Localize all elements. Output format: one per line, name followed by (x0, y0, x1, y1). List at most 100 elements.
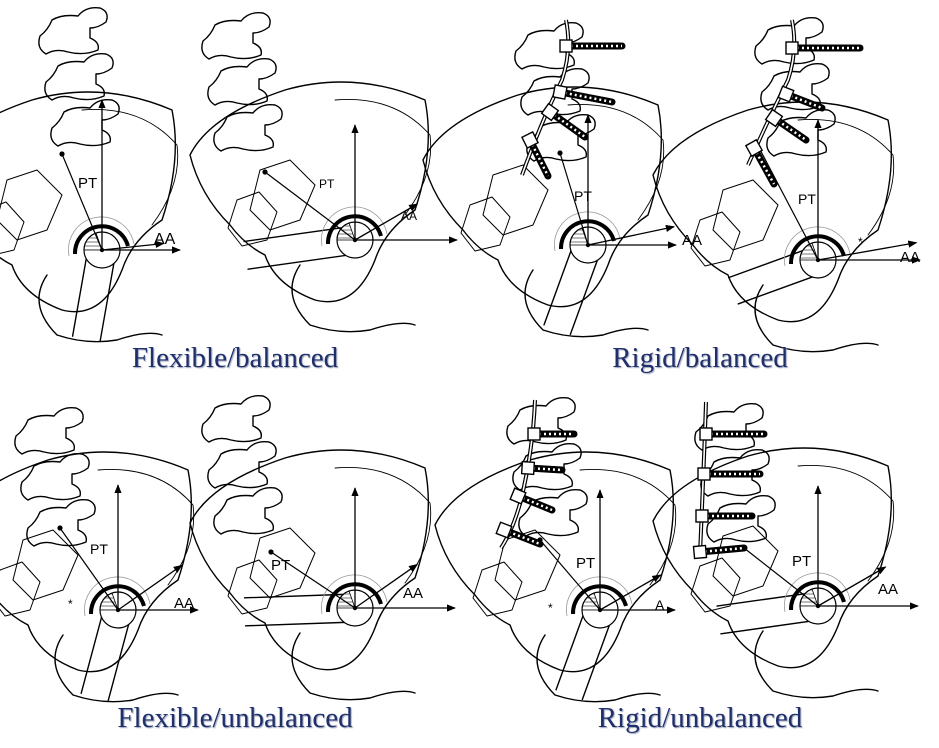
iliac-inner-line (797, 465, 895, 582)
pt-label: PT (798, 191, 816, 207)
ischium-outline (291, 632, 416, 701)
femoral-head-hatch (581, 592, 601, 611)
lumbar-vertebra (213, 103, 283, 152)
pelvis-subfigure-7: PTA* (434, 396, 677, 703)
acetabulum-outer-arc (321, 206, 388, 247)
pedicle-screw-thread (559, 90, 613, 104)
lumbar-vertebra (26, 498, 96, 547)
femur-shaft (71, 246, 117, 342)
acetabulum-outer-arc (566, 576, 633, 617)
hip-center-point (597, 607, 603, 613)
acetabular-axis-arrow (817, 240, 918, 261)
sacrum-segment (0, 169, 63, 241)
sacrum-segment (690, 211, 741, 267)
hip-center-point (352, 605, 358, 611)
femoral-head-hatch (99, 592, 119, 611)
screw-head (527, 427, 541, 441)
iliac-inner-line (334, 99, 432, 216)
lumbar-vertebra (512, 442, 582, 491)
lumbar-vertebra (526, 113, 596, 162)
lumbar-vertebra (207, 440, 277, 489)
sacrum-segment (460, 196, 511, 252)
acetabulum-arc (325, 582, 383, 613)
sacrum-segment (249, 159, 316, 231)
pedicle-screw-thread (699, 546, 745, 554)
sacrum-segment (249, 527, 316, 599)
iliac-inner-line (81, 109, 179, 226)
sacrum-segment (227, 559, 278, 615)
lumbar-vertebra (20, 452, 90, 501)
screw-head (521, 131, 539, 149)
lumbar-vertebra (760, 62, 830, 111)
pelvic-tilt-line (559, 152, 589, 246)
femoral-head-hatch (83, 232, 103, 251)
aa-label: AA (401, 209, 417, 223)
lumbar-vertebra (706, 494, 776, 543)
femur-shaft (555, 604, 614, 701)
pelvic-tilt-line (755, 141, 819, 261)
pt-label: PT (576, 555, 595, 572)
femur-shaft (716, 591, 821, 635)
pelvis-outline (189, 81, 430, 303)
lumbar-vertebra (754, 16, 824, 65)
hip-center-point (585, 242, 591, 248)
pelvic-tilt-line (539, 539, 601, 611)
acetabular-axis-arrow (817, 566, 887, 607)
pelvic-tilt-line (59, 527, 119, 611)
acetabular-axis-arrow (599, 574, 662, 611)
lumbar-vertebra (213, 486, 283, 535)
lumbar-vertebra (766, 108, 836, 157)
iliac-inner-line (567, 104, 665, 221)
caption-flexible-unbalanced: Flexible/unbalanced (117, 702, 353, 734)
pt-label: PT (90, 541, 108, 557)
lumbar-vertebra (518, 488, 588, 537)
sacrum-segment (482, 164, 549, 236)
pt-label: PT (792, 553, 811, 570)
screw-head (509, 487, 527, 505)
sacrum-segment (712, 525, 779, 597)
sacrum-segment (494, 529, 561, 601)
hip-center-point (352, 237, 358, 243)
acetabulum-outer-arc (554, 211, 621, 252)
acetabular-axis-arrow (354, 563, 419, 609)
lumbar-vertebra (520, 67, 590, 116)
sacrum-segment (712, 179, 779, 251)
sacrum-segment (0, 201, 25, 254)
asterisk-label: * (858, 235, 863, 249)
femoral-head-hatch (799, 242, 819, 261)
sacral-endplate-point (59, 151, 65, 157)
pt-label: PT (319, 177, 335, 191)
ischium-outline (524, 269, 649, 338)
ischium-outline (536, 634, 661, 703)
screw-head (695, 509, 709, 523)
pedicle-screw-thread (528, 139, 550, 177)
caption-rigid-balanced: Rigid/balanced (612, 342, 788, 374)
screw-head (744, 138, 764, 158)
pelvis-outline (189, 449, 430, 671)
pelvic-tilt-line (743, 547, 819, 607)
aa-label: AA (900, 249, 920, 266)
lumbar-vertebra (44, 52, 114, 101)
acetabulum-arc (325, 214, 383, 245)
screw-head (520, 460, 536, 476)
ischium-outline (38, 274, 163, 343)
screw-head (785, 41, 799, 55)
screw-head (777, 85, 795, 103)
femur-shaft (543, 239, 602, 336)
iliac-inner-line (334, 467, 432, 584)
lumbar-vertebra (201, 394, 271, 443)
acetabular-axis-arrow (101, 240, 165, 251)
pelvic-tilt-line (61, 153, 103, 251)
acetabulum-arc (72, 224, 130, 255)
acetabulum-arc (570, 584, 628, 615)
ischium-outline (754, 630, 879, 699)
femur-shaft (727, 246, 824, 305)
pelvis-outline (652, 101, 893, 323)
pelvis-outline (652, 447, 893, 669)
acetabulum-arc (88, 584, 146, 615)
acetabular-axis-arrow (587, 224, 675, 246)
pelvis-outline (0, 451, 193, 673)
lumbar-vertebra (514, 21, 584, 70)
